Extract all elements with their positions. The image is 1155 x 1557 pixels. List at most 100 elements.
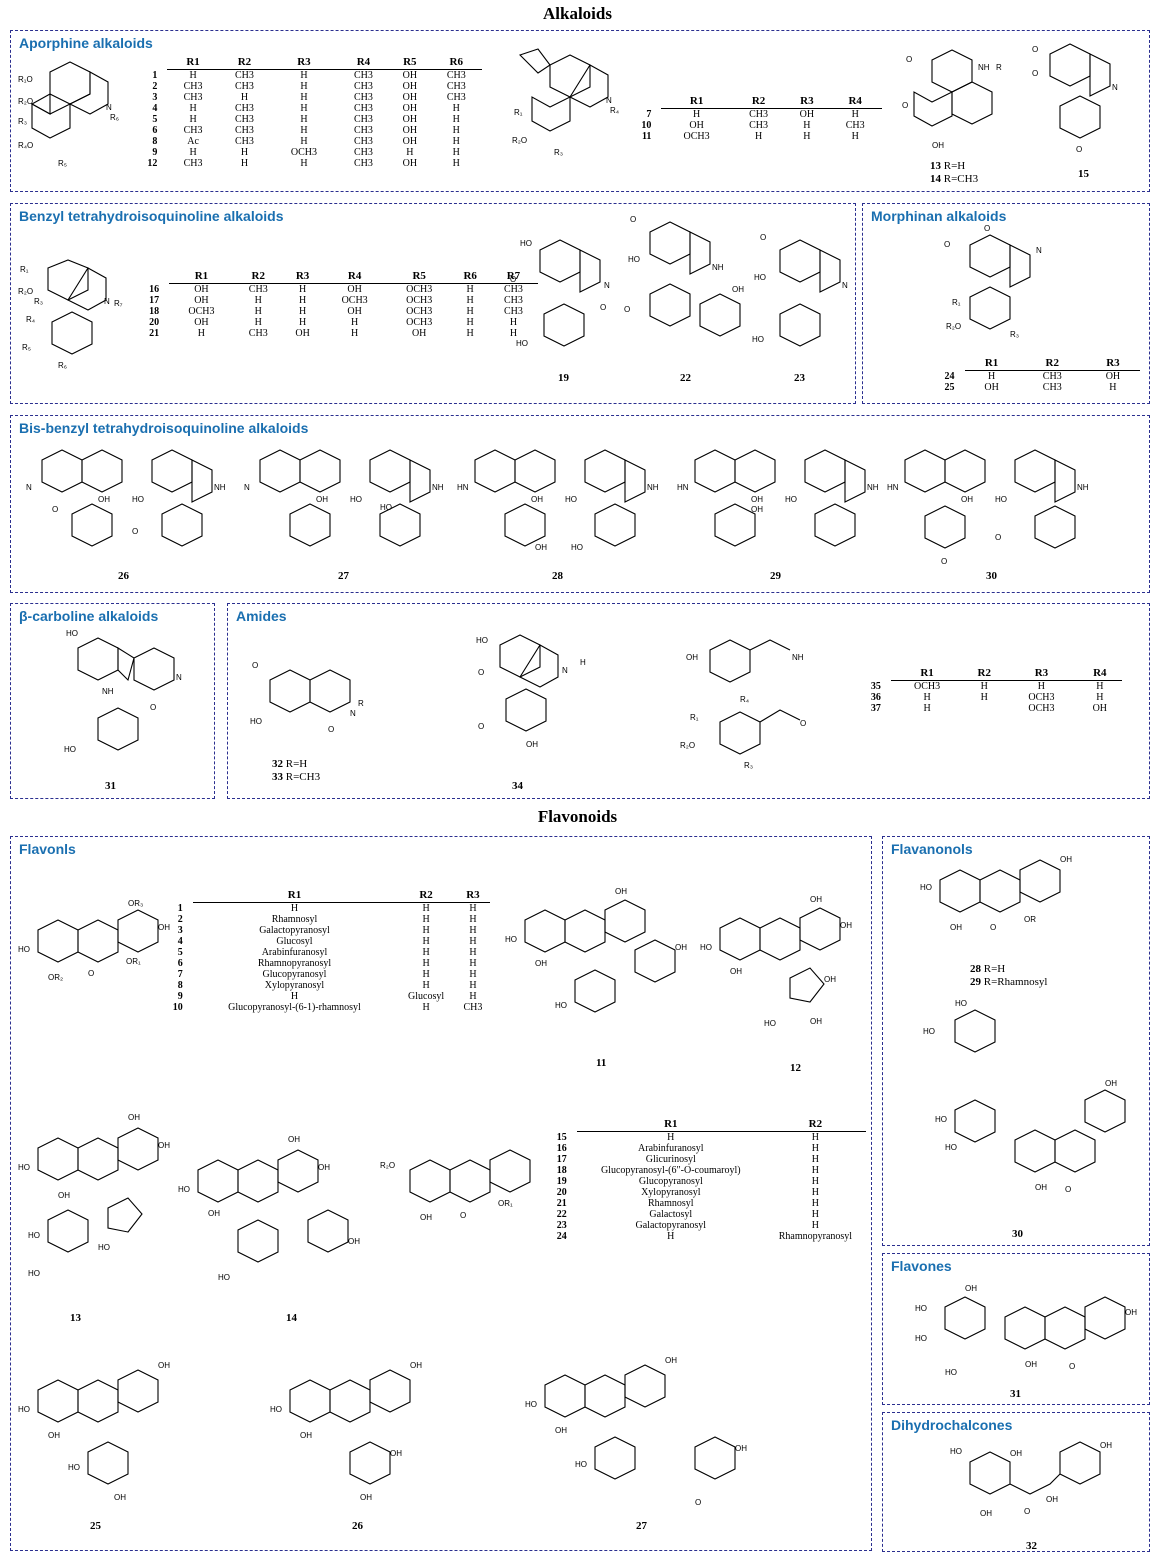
svg-text:HO: HO — [18, 1163, 30, 1172]
svg-text:HO: HO — [955, 999, 967, 1008]
svg-text:HO: HO — [218, 1273, 230, 1282]
substituent-cell: Glucosyl — [408, 991, 445, 1002]
svg-text:OH: OH — [732, 285, 744, 294]
table-header: R2 — [963, 667, 1006, 681]
svg-text:OH: OH — [950, 923, 962, 932]
table-header: R2 — [233, 270, 283, 284]
substituent-cell: H — [298, 306, 307, 317]
substituent-cell: Glucopyranosyl-(6″-O-coumaroyl) — [600, 1165, 741, 1176]
svg-text:O: O — [52, 505, 58, 514]
substituent-cell: H — [466, 306, 474, 317]
svg-text:O: O — [1032, 69, 1038, 78]
svg-text:HO: HO — [476, 636, 488, 645]
compound-number: 8 — [152, 136, 158, 147]
svg-text:N: N — [26, 483, 32, 492]
svg-text:HO: HO — [565, 495, 577, 504]
svg-text:OH: OH — [810, 895, 822, 904]
compound-number: 23 — [556, 1220, 567, 1231]
compound-f14-label: 14 — [286, 1312, 297, 1324]
substituent-cell: OH — [402, 114, 418, 125]
svg-text:O: O — [88, 969, 94, 978]
svg-text:HN: HN — [457, 483, 469, 492]
substituent-cell: CH3 — [183, 158, 203, 169]
carboline-panel: β-carboline alkaloids — [10, 603, 215, 799]
svg-text:OR₁: OR₁ — [126, 957, 141, 966]
svg-text:HO: HO — [68, 1463, 80, 1472]
substituent-cell: OH — [799, 109, 815, 120]
compound-number: 4 — [152, 103, 158, 114]
svg-text:O: O — [460, 1211, 466, 1220]
svg-text:HO: HO — [66, 629, 78, 638]
svg-text:HO: HO — [915, 1334, 927, 1343]
substituent-cell: CH3 — [183, 81, 203, 92]
svg-text:OH: OH — [1125, 1308, 1137, 1317]
svg-text:R₂O: R₂O — [512, 136, 527, 145]
benzyl-title: Benzyl tetrahydroisoquinoline alkaloids — [19, 208, 284, 224]
substituent-cell: H — [240, 92, 249, 103]
svg-text:R₂O: R₂O — [18, 287, 33, 296]
compound-f30-label: 30 — [1012, 1228, 1023, 1240]
compound-f28-label: 28 R=H — [970, 963, 1006, 975]
substituent-cell: OH — [295, 328, 310, 339]
substituent-cell: H — [406, 147, 414, 158]
compound-14-label: 14 R=CH3 — [930, 173, 979, 185]
compound-number: 5 — [177, 947, 183, 958]
substituent-cell: CH3 — [503, 284, 523, 295]
substituent-cell: OH — [402, 92, 418, 103]
svg-text:OH: OH — [730, 967, 742, 976]
substituent-cell: OCH3 — [406, 284, 433, 295]
compound-33-label: 33 R=CH3 — [272, 771, 321, 783]
substituent-cell: H — [851, 109, 859, 120]
table-header: R2 — [731, 95, 786, 109]
svg-text:OR₂: OR₂ — [48, 973, 63, 982]
substituent-cell: OH — [402, 125, 418, 136]
svg-text:OH: OH — [348, 1237, 360, 1246]
svg-text:N: N — [842, 281, 848, 290]
svg-text:HO: HO — [64, 745, 76, 754]
svg-text:O: O — [984, 224, 990, 233]
compound-number: 2 — [152, 81, 158, 92]
table-header: R2 — [396, 889, 456, 903]
carboline-title: β-carboline alkaloids — [19, 608, 159, 624]
svg-text:O: O — [252, 661, 258, 670]
substituent-cell: OCH3 — [290, 147, 317, 158]
svg-text:NH: NH — [432, 483, 444, 492]
substituent-cell: OH — [1105, 371, 1121, 382]
svg-text:R: R — [358, 699, 364, 708]
substituent-cell: OH — [402, 70, 418, 81]
substituent-cell: CH3 — [1042, 382, 1062, 393]
svg-text:N: N — [350, 709, 356, 718]
compound-number: 15 — [556, 1131, 567, 1143]
svg-text:O: O — [630, 215, 636, 224]
svg-text:O: O — [695, 1498, 701, 1507]
substituent-cell: CH3 — [353, 92, 373, 103]
svg-text:OH: OH — [615, 887, 627, 896]
svg-text:OH: OH — [824, 975, 836, 984]
substituent-cell: H — [923, 692, 931, 703]
compound-f32-label: 32 — [1026, 1540, 1037, 1552]
flavonoids-heading: Flavonoids — [537, 807, 618, 826]
substituent-cell: Glucopyranosyl-(6-1)-rhamnosyl — [228, 1002, 361, 1013]
svg-text:HO: HO — [520, 239, 532, 248]
substituent-cell: H — [811, 1209, 820, 1220]
svg-text:OH: OH — [961, 495, 973, 504]
svg-text:R₄O: R₄O — [18, 141, 33, 150]
substituent-cell: CH3 — [234, 81, 254, 92]
table-header: R1 — [169, 270, 234, 284]
svg-text:HO: HO — [945, 1143, 957, 1152]
bisbenzyl-panel: Bis-benzyl tetrahydroisoquinoline alkalo… — [10, 415, 1150, 593]
substituent-cell: H — [300, 125, 308, 136]
substituent-cell: OCH3 — [406, 306, 433, 317]
svg-text:OH: OH — [1035, 1183, 1047, 1192]
